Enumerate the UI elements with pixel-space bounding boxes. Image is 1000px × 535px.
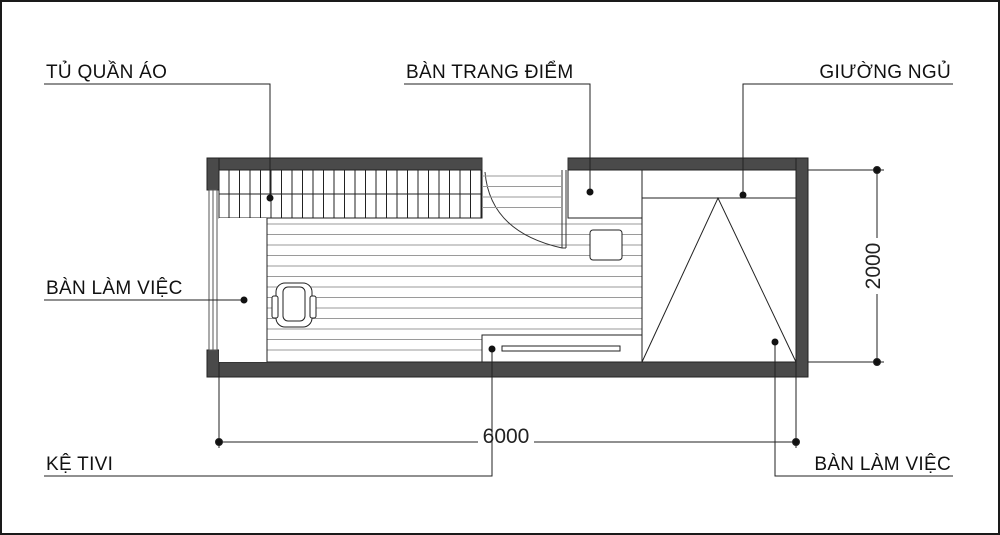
dot-desk-right: [771, 338, 779, 346]
tv-shelf: [481, 334, 643, 363]
dot-desk-left: [240, 296, 248, 304]
floor-boards: [267, 223, 642, 351]
wall-right: [795, 157, 809, 378]
leader-bed: [742, 83, 953, 195]
label-tv-shelf: KỆ TIVI: [46, 453, 113, 475]
dimension-width-text: 2000: [862, 243, 885, 290]
dot-bed: [739, 191, 747, 199]
wall-top-right: [567, 157, 809, 171]
dimension-length-bg: [478, 424, 534, 448]
wall-left-bottom: [206, 349, 220, 378]
dot-wardrobe: [266, 194, 274, 202]
dimension-length-end-dot: [792, 438, 800, 446]
window-left: [208, 189, 218, 351]
dot-vanity: [586, 188, 594, 196]
dimension-width-bg: [860, 238, 886, 294]
dot-tv-shelf: [488, 345, 496, 353]
leader-vanity: [404, 83, 591, 192]
leader-tv-shelf: [44, 349, 493, 477]
dimension-length-text: 6000: [483, 425, 530, 448]
leader-wardrobe: [44, 83, 271, 198]
vanity: [567, 169, 643, 261]
desk-left: [219, 218, 268, 362]
dimension-width-start-dot: [873, 166, 881, 174]
dimension-length-start-dot: [215, 438, 223, 446]
door: [481, 158, 569, 249]
chair-icon: [271, 282, 317, 328]
label-wardrobe: TỦ QUẦN ÁO: [46, 61, 167, 83]
label-desk-left: BÀN LÀM VIỆC: [46, 277, 183, 299]
label-desk-right: BÀN LÀM VIỆC: [814, 453, 951, 475]
leader-desk-right: [774, 342, 953, 477]
leaders: [44, 83, 953, 477]
dimension-width-end-dot: [873, 358, 881, 366]
door-floor: [482, 175, 562, 208]
wall-top-left: [206, 157, 483, 171]
label-vanity: BÀN TRANG ĐIỂM: [406, 61, 573, 83]
wall-left-top: [206, 157, 220, 191]
label-bed: GIƯỜNG NGỦ: [819, 61, 951, 83]
bed: [641, 169, 797, 363]
leader-dots: [240, 188, 779, 353]
wall-bottom: [206, 361, 809, 378]
wardrobe: [218, 169, 483, 219]
